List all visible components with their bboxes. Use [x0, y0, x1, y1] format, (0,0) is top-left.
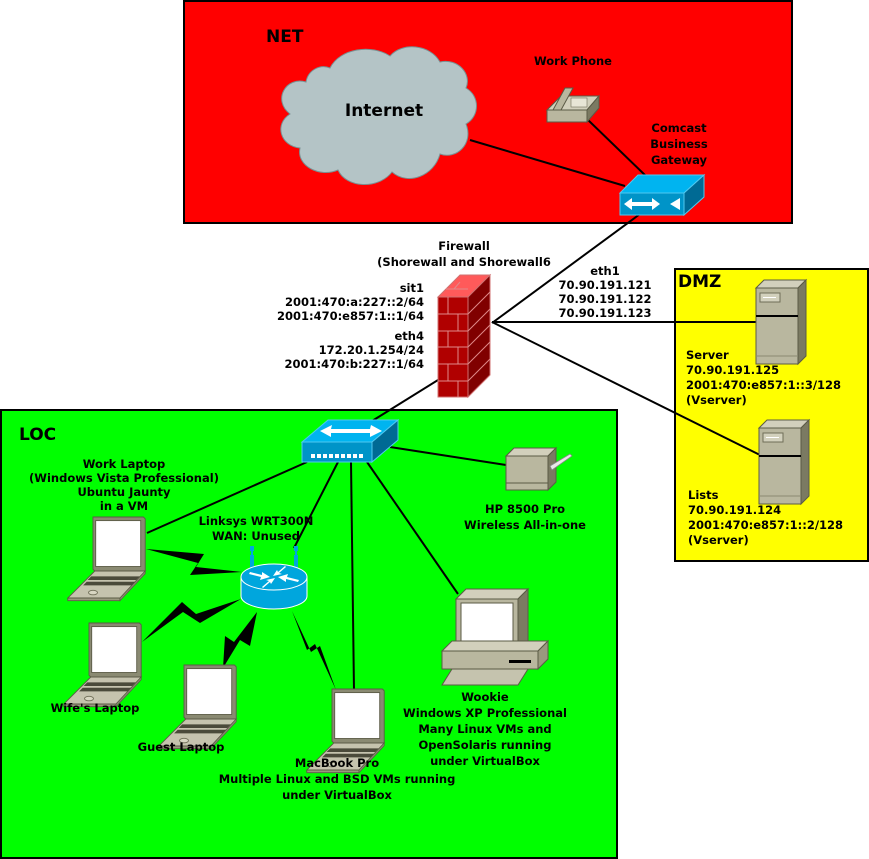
eth4-label: eth4: [395, 329, 425, 343]
server-node[interactable]: Server 70.90.191.125 2001:470:e857:1::3/…: [686, 279, 841, 407]
firewall-node[interactable]: Firewall (Shorewall and Shorewall6 sit1 …: [277, 239, 652, 399]
sit1-ipv6-b: 2001:470:e857:1::1/64: [277, 309, 424, 323]
printer-label-line-1: HP 8500 Pro: [485, 502, 565, 516]
sit1-label: sit1: [400, 281, 424, 295]
router-node[interactable]: Linksys WRT300N WAN: Unused: [199, 514, 314, 610]
cloud-icon: [280, 46, 477, 185]
lists-node[interactable]: Lists 70.90.191.124 2001:470:e857:1::2/1…: [688, 419, 843, 547]
dmz-zone-title: DMZ: [678, 272, 721, 292]
router-label-line-1: Linksys WRT300N: [199, 514, 314, 528]
macbook-label-line-2: Multiple Linux and BSD VMs running: [219, 772, 456, 786]
link-phone-gateway: [585, 117, 649, 179]
link-firewall-lists: [491, 321, 761, 456]
wireless-router-icon: [240, 546, 308, 610]
work-laptop-label-line-4: in a VM: [100, 499, 148, 513]
wookie-node[interactable]: Wookie Windows XP Professional Many Linu…: [403, 587, 567, 768]
server-icon: [755, 279, 807, 365]
internet-node[interactable]: Internet: [280, 46, 477, 185]
server-ipv4: 70.90.191.125: [686, 363, 779, 377]
macbook-label-line-3: under VirtualBox: [282, 788, 392, 802]
wireless-bolt-wife-laptop: [142, 599, 241, 642]
wife-laptop-label: Wife's Laptop: [51, 701, 140, 715]
wookie-label-line-3: Many Linux VMs and: [418, 722, 551, 736]
lists-type: (Vserver): [688, 533, 749, 547]
wireless-bolt-guest-laptop: [223, 612, 257, 668]
desktop-icon: [440, 587, 550, 686]
eth1-label: eth1: [590, 264, 620, 278]
link-gateway-firewall: [491, 213, 641, 324]
phone-icon: [545, 87, 601, 124]
printer-label-line-2: Wireless All-in-one: [464, 518, 586, 532]
router-label-line-2: WAN: Unused: [212, 529, 300, 543]
link-switch-wookie: [366, 461, 459, 595]
link-switch-printer: [389, 446, 507, 466]
eth1-ip-2: 70.90.191.122: [558, 292, 651, 306]
link-switch-router: [293, 461, 339, 549]
work-laptop-label-line-3: Ubuntu Jaunty: [77, 485, 171, 499]
wookie-label-line-4: OpenSolaris running: [419, 738, 552, 752]
eth4-ipv6: 2001:470:b:227::1/64: [285, 357, 424, 371]
server-name: Server: [686, 348, 729, 362]
macbook-label-line-1: MacBook Pro: [295, 756, 379, 770]
gateway-switch-icon: [618, 173, 706, 217]
wookie-label-line-1: Wookie: [461, 690, 509, 704]
eth4-ipv4: 172.20.1.254/24: [319, 343, 424, 357]
wireless-bolt-work-laptop: [146, 549, 242, 575]
gateway-node[interactable]: Comcast Business Gateway: [618, 121, 708, 217]
net-zone-title: NET: [266, 27, 304, 47]
server-ipv6: 2001:470:e857:1::3/128: [686, 378, 841, 392]
eth1-ip-3: 70.90.191.123: [558, 306, 651, 320]
lists-name: Lists: [688, 488, 719, 502]
link-switch-macbook: [350, 461, 355, 692]
link-internet-gateway: [469, 139, 626, 187]
firewall-title-line-2: (Shorewall and Shorewall6: [377, 255, 551, 269]
lists-ipv4: 70.90.191.124: [688, 503, 781, 517]
link-firewall-switch: [371, 379, 439, 422]
wookie-label-line-2: Windows XP Professional: [403, 706, 567, 720]
internet-label: Internet: [345, 101, 423, 121]
work-phone-node[interactable]: Work Phone: [534, 54, 612, 124]
wireless-links: [142, 549, 336, 690]
wired-links: [146, 117, 761, 692]
printer-icon: [504, 446, 573, 492]
lists-ipv6: 2001:470:e857:1::2/128: [688, 518, 843, 532]
gateway-label-line-1: Comcast: [651, 121, 707, 135]
switch-icon: [300, 418, 400, 464]
wookie-label-line-5: under VirtualBox: [430, 754, 540, 768]
link-switch-work-laptop: [146, 461, 308, 534]
firewall-icon: [436, 273, 492, 399]
work-phone-label: Work Phone: [534, 54, 612, 68]
guest-laptop-label: Guest Laptop: [138, 740, 225, 754]
loc-switch-node[interactable]: [300, 418, 400, 464]
work-laptop-node[interactable]: Work Laptop (Windows Vista Professional)…: [29, 457, 219, 602]
gateway-label-line-2: Business: [650, 137, 708, 151]
wife-laptop-node[interactable]: Wife's Laptop: [51, 622, 142, 715]
guest-laptop-node[interactable]: Guest Laptop: [138, 664, 237, 754]
work-laptop-label-line-1: Work Laptop: [83, 457, 165, 471]
macbook-node[interactable]: MacBook Pro Multiple Linux and BSD VMs r…: [219, 688, 456, 802]
server-icon: [758, 419, 810, 505]
printer-node[interactable]: HP 8500 Pro Wireless All-in-one: [464, 446, 586, 532]
server-type: (Vserver): [686, 393, 747, 407]
eth1-ip-1: 70.90.191.121: [558, 278, 651, 292]
firewall-title-line-1: Firewall: [438, 239, 490, 253]
loc-zone-title: LOC: [19, 425, 56, 445]
sit1-ipv6-a: 2001:470:a:227::2/64: [285, 295, 424, 309]
gateway-label-line-3: Gateway: [651, 153, 708, 167]
work-laptop-label-line-2: (Windows Vista Professional): [29, 471, 219, 485]
